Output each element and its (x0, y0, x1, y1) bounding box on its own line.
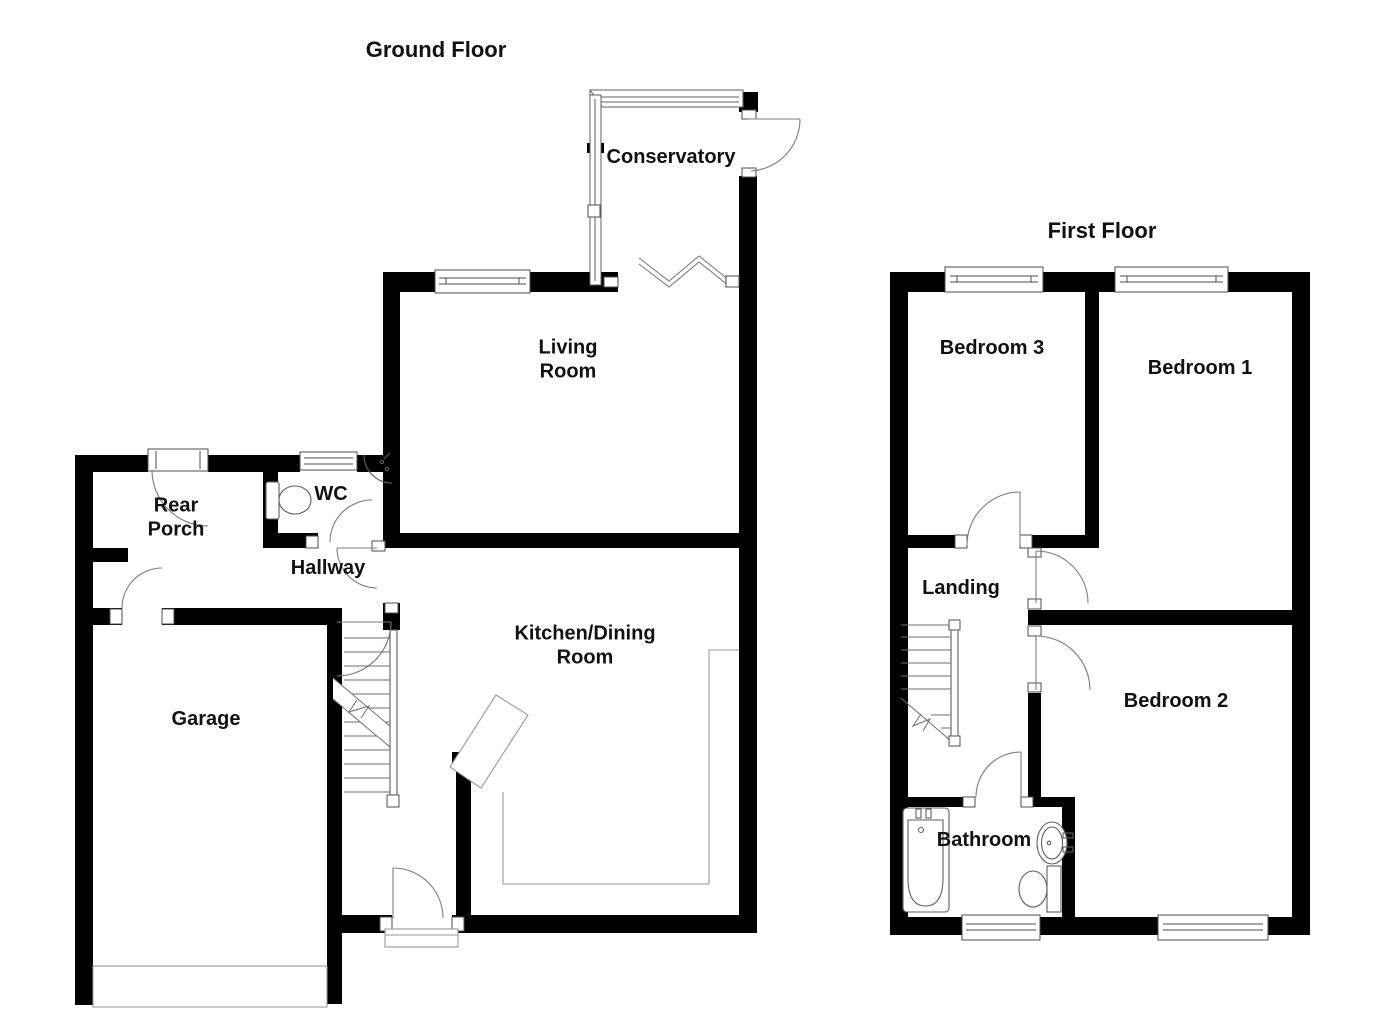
wc-fixtures (265, 452, 393, 520)
first-floor-doors (966, 491, 1091, 798)
rear-porch-door-swing (151, 469, 209, 527)
ground-floor-stairs (332, 629, 400, 808)
landing-newel (948, 735, 961, 747)
rear-door-step (384, 928, 459, 948)
kitchen-island-counter (449, 694, 529, 789)
room-label-rear-porch: Rear Porch (147, 494, 205, 540)
conservatory-glazing (589, 89, 744, 286)
first-floor-title: First Floor (1047, 218, 1157, 243)
ground-floor-windows (147, 269, 531, 472)
wc-toilet-cistern (265, 481, 280, 520)
room-label-bathroom: Bathroom (936, 829, 1032, 852)
rear-door-swing (392, 867, 444, 919)
bedroom-3-door-swing (966, 491, 1021, 546)
bedroom-2-window (1157, 914, 1269, 941)
room-label-hallway: Hallway (290, 557, 366, 580)
bedroom-1-door-swing (1035, 550, 1089, 604)
bathroom-sink (1036, 821, 1074, 865)
porch-corridor-door-swing (121, 567, 163, 609)
ground-floor-walls (75, 92, 758, 1005)
first-floor-plan (890, 266, 1310, 941)
bathroom-toilet (1018, 865, 1062, 913)
room-label-garage: Garage (171, 708, 241, 731)
landing-handrail (950, 627, 959, 739)
ground-floor-plan (75, 89, 801, 1008)
garage-door (92, 965, 328, 1008)
hall-to-stairs-door-swing (336, 621, 392, 677)
bedroom-2-door-swing (1035, 635, 1091, 691)
rear-porch-door-panel (147, 448, 209, 472)
wc-toilet-bowl (278, 485, 312, 515)
bedroom-3-window (944, 266, 1044, 293)
room-label-wc: WC (314, 483, 348, 506)
room-label-bedroom-1: Bedroom 1 (1147, 357, 1253, 380)
room-label-conservatory: Conservatory (606, 146, 736, 169)
conservatory-open-divider (638, 255, 730, 288)
bedroom-1-window (1114, 266, 1229, 293)
wc-window (299, 451, 358, 471)
first-floor-door-jambs (954, 534, 1042, 808)
first-floor-stairs (900, 619, 961, 747)
ground-floor-title: Ground Floor (365, 37, 507, 62)
bathtub (902, 807, 950, 913)
stairs-newel (386, 794, 400, 808)
room-label-kitchen-dining: Kitchen/Dining Room (514, 622, 656, 668)
bathroom-fixtures (902, 807, 1074, 913)
wc-door-swing (329, 499, 373, 543)
room-label-landing: Landing (922, 577, 1000, 600)
bathroom-window (961, 914, 1041, 941)
ground-floor-door-jambs (109, 109, 757, 932)
first-floor-walls (890, 272, 1310, 935)
wc-corner-sink (363, 454, 393, 484)
room-label-bedroom-3: Bedroom 3 (939, 337, 1045, 360)
kitchen-counter (449, 649, 739, 885)
bathroom-door-swing (975, 751, 1022, 798)
room-label-bedroom-2: Bedroom 2 (1123, 690, 1229, 713)
living-room-door-swing (336, 547, 378, 589)
conservatory-door-swing (748, 118, 801, 172)
room-label-living-room: Living Room (538, 336, 598, 382)
stairs-handrail (389, 629, 398, 799)
living-room-window (434, 269, 531, 294)
first-floor-windows (944, 266, 1269, 941)
